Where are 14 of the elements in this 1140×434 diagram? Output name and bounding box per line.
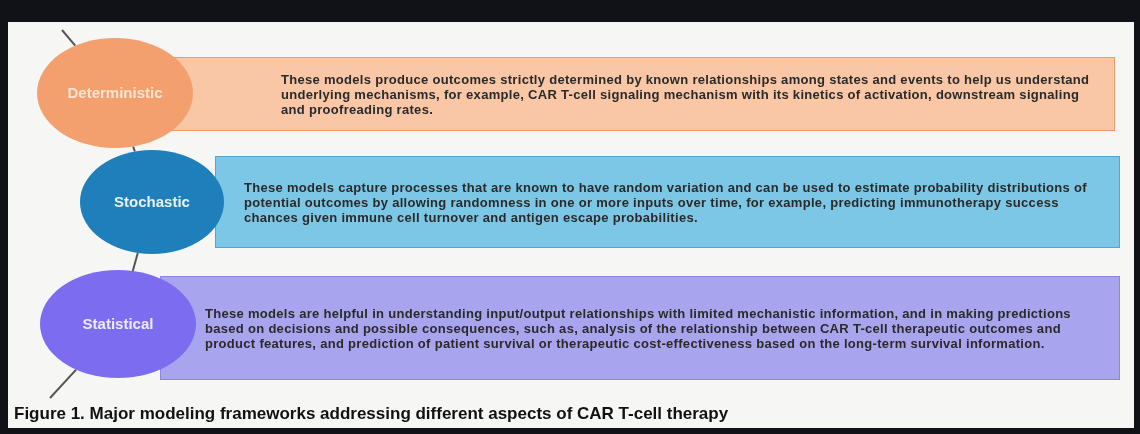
category-label: Stochastic: [114, 191, 190, 212]
connector-line: [131, 252, 139, 272]
description-text: These models are helpful in understanding input/output relationships with limited mechanistic information, and in making predictions based on decisions and possible consequences, such as, analysis of the relationship between CAR T-cell therapeutic outcomes and product features, and prediction of patient survival or therapeutic cost-effectiveness based on the long-term survival information.: [205, 305, 1072, 351]
description-text: These models produce outcomes strictly determined by known relationships among states and events to help us understand underlying mechanisms, for example, CAR T-cell signaling mechanism with its kinetics of activation, downstream signaling and proofreading rates.: [281, 71, 1091, 117]
description-box: [215, 156, 1120, 248]
description-box: [160, 276, 1120, 380]
connector-line: [49, 368, 78, 399]
connector-line: [132, 145, 136, 153]
category-label: Deterministic: [67, 82, 163, 103]
category-label: Statistical: [82, 313, 154, 334]
description-text: These models capture processes that are known to have random variation and can be used to estimate probability distributions of potential outcomes by allowing randomness in one or more inputs over time, for example, predicting immunotherapy success chances given immune cell turnover and antigen escape probabilities.: [244, 179, 1088, 225]
connector-line: [61, 29, 77, 47]
description-box: [170, 57, 1115, 131]
figure-caption: Figure 1. Major modeling frameworks addressing different aspects of CAR T-cell therapy: [14, 403, 729, 425]
